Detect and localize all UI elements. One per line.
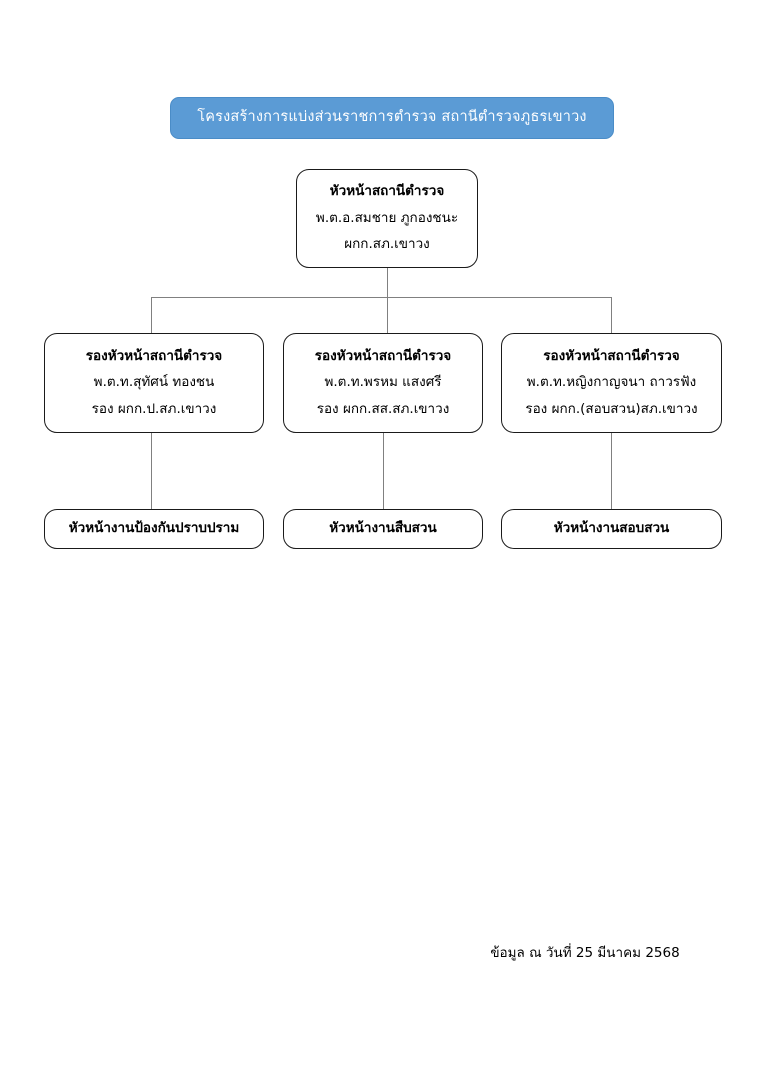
node-station-chief[interactable]: หัวหน้าสถานีตำรวจ พ.ต.อ.สมชาย ภูกองชนะ ผ… — [296, 169, 478, 268]
node-role-label: หัวหน้างานป้องกันปราบปราม — [68, 520, 240, 537]
node-person-name: พ.ต.ท.พรหม แสงศรี — [324, 374, 442, 391]
node-role-label: รองหัวหน้าสถานีตำรวจ — [314, 347, 452, 364]
node-position-code: รอง ผกก.(สอบสวน)สภ.เขาวง — [525, 400, 698, 417]
node-unit-head-investigation[interactable]: หัวหน้างานสืบสวน — [283, 509, 483, 549]
node-position-code: รอง ผกก.ป.สภ.เขาวง — [91, 400, 217, 417]
node-person-name: พ.ต.ท.สุทัศน์ ทองชน — [93, 374, 215, 391]
connector-deputy-2-to-unit-2 — [611, 433, 613, 509]
connector-deputy-0-to-unit-0 — [151, 433, 153, 509]
node-person-name: พ.ต.ท.หญิงกาญจนา ถาวรฟัง — [526, 374, 697, 391]
node-deputy-chief-prevention[interactable]: รองหัวหน้าสถานีตำรวจ พ.ต.ท.สุทัศน์ ทองชน… — [44, 333, 264, 433]
node-position-code: รอง ผกก.สส.สภ.เขาวง — [316, 400, 450, 417]
node-unit-head-prevention[interactable]: หัวหน้างานป้องกันปราบปราม — [44, 509, 264, 549]
node-role-label: รองหัวหน้าสถานีตำรวจ — [85, 347, 223, 364]
connector-horizontal-bus — [151, 297, 612, 299]
node-deputy-chief-investigation[interactable]: รองหัวหน้าสถานีตำรวจ พ.ต.ท.พรหม แสงศรี ร… — [283, 333, 483, 433]
node-role-label: หัวหน้างานสอบสวน — [553, 520, 670, 537]
connector-chief-stem — [386, 268, 388, 333]
chart-title-banner: โครงสร้างการแบ่งส่วนราชการตำรวจ สถานีตำร… — [170, 97, 614, 139]
node-position-code: ผกก.สภ.เขาวง — [344, 236, 430, 253]
connector-drop-deputy-0 — [151, 297, 153, 333]
node-unit-head-inquiry[interactable]: หัวหน้างานสอบสวน — [501, 509, 722, 549]
node-person-name: พ.ต.อ.สมชาย ภูกองชนะ — [315, 209, 459, 226]
connector-drop-deputy-2 — [611, 297, 613, 333]
chart-title-text: โครงสร้างการแบ่งส่วนราชการตำรวจ สถานีตำร… — [197, 109, 587, 126]
data-as-of-note: ข้อมูล ณ วันที่ 25 มีนาคม 2568 — [490, 945, 680, 961]
node-role-label: หัวหน้าสถานีตำรวจ — [329, 183, 445, 200]
node-role-label: หัวหน้างานสืบสวน — [329, 520, 437, 537]
node-deputy-chief-inquiry[interactable]: รองหัวหน้าสถานีตำรวจ พ.ต.ท.หญิงกาญจนา ถา… — [501, 333, 722, 433]
connector-deputy-1-to-unit-1 — [383, 433, 385, 509]
node-role-label: รองหัวหน้าสถานีตำรวจ — [543, 347, 680, 364]
